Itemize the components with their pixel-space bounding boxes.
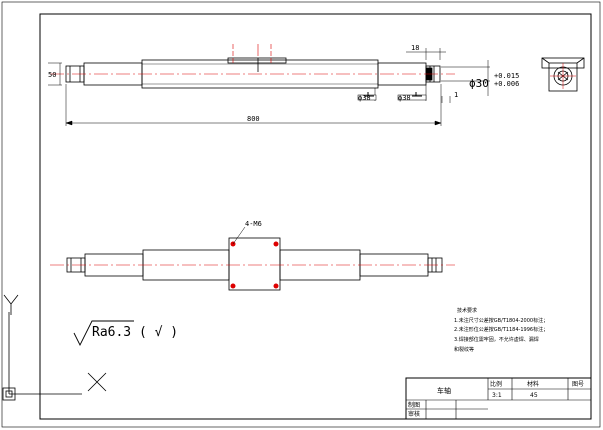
drawing-no-label: 图号 [572,381,584,388]
part-name: 车轴 [437,386,451,395]
notes-title: 技术要求 [457,307,477,314]
note-2: 2.未注形位公差按GB/T1184-1996标注； [454,326,548,333]
material-value: 45 [530,392,538,399]
roughness-symbol [73,320,134,347]
dim-phi30 [441,60,490,103]
title-block [405,377,592,420]
inner-frame [39,13,592,420]
mount-plate [227,57,287,64]
note-4: 和裂纹等 [454,346,474,353]
phi38-callout-b [397,85,427,101]
front-view [65,57,441,89]
dim-800-label: 800 [247,115,260,123]
dim-50-label: 50 [48,71,56,79]
drawer-label: 制图 [408,401,420,409]
offset-1: 1 [454,91,458,99]
phi38-callout-a [357,88,377,101]
hole-label: 4-M6 [245,220,262,228]
plan-view [66,237,443,291]
phi30-label: ϕ30 [469,77,489,90]
phi38-a: ϕ38 [358,94,371,102]
phi38-b: ϕ38 [398,94,411,102]
ucs-icon [2,294,107,401]
dim-800 [65,84,442,126]
scale-label: 比例 [490,380,502,388]
dim-18 [406,48,446,60]
note-1: 1.未注尺寸公差按GB/T1804-2000标注； [454,317,548,324]
dim-18-label: 18 [411,44,419,52]
mount-plate-top [228,237,281,291]
checker-label: 审核 [408,410,420,418]
scale-value: 3:1 [492,392,502,399]
roughness-text: Ra6.3 ( √ ) [92,325,178,340]
note-3: 3.焊接部位需牢固，不允许虚焊、漏焊 [454,336,539,343]
tol-lower: +0.006 [494,80,519,88]
dim-50 [48,62,62,86]
tol-upper: +0.015 [494,72,519,80]
material-label: 材料 [527,380,539,388]
